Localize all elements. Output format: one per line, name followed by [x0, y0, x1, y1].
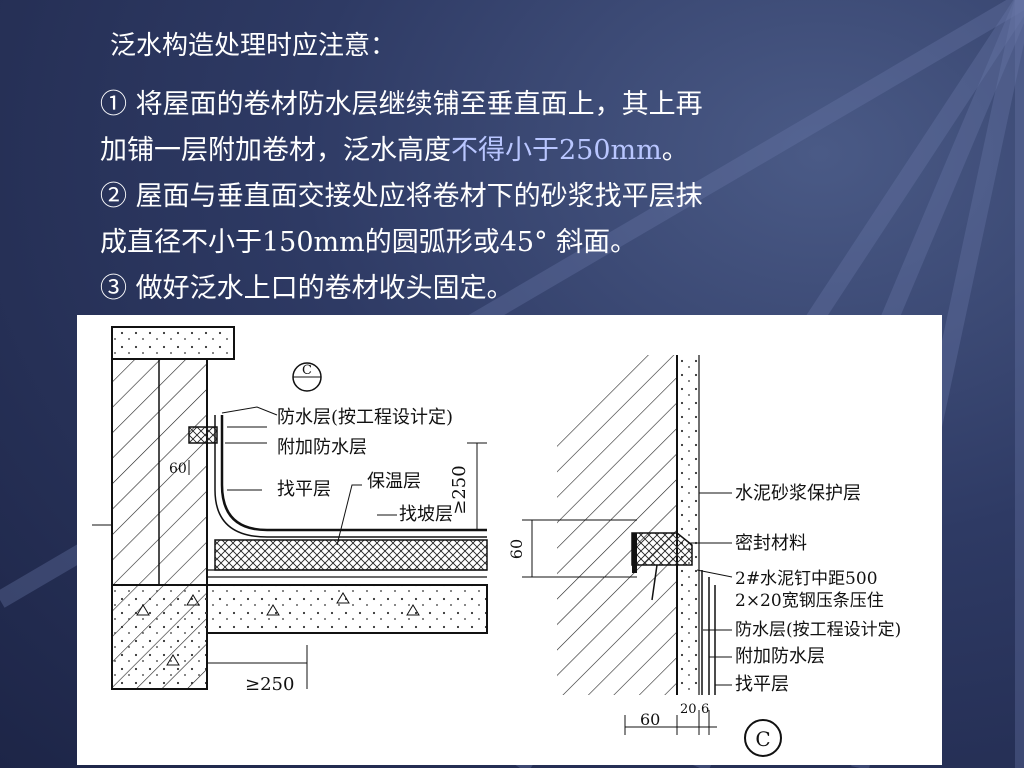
point-2-line-1: ② 屋面与垂直面交接处应将卷材下的砂浆找平层抹	[100, 181, 703, 212]
membrane-line	[220, 415, 487, 532]
label-waterproof-right: 防水层(按工程设计定)	[735, 620, 901, 640]
label-leveling-left: 找平层	[277, 479, 331, 500]
insulation-layer	[214, 539, 488, 571]
right-detail: 水泥砂浆保护层 密封材料 2#水泥钉中距500 2×20宽钢压条压住 防水层(按…	[507, 355, 901, 757]
point-3-line-1: ③ 做好泛水上口的卷材收头固定。	[100, 273, 514, 304]
right-wall	[557, 355, 677, 695]
label-waterproof-left: 防水层(按工程设计定)	[277, 407, 453, 428]
point-1-line-2-text: 加铺一层附加卷材，泛水高度	[100, 135, 451, 166]
label-slope: 找坡层	[399, 504, 453, 525]
right-callout-circle	[744, 719, 782, 757]
dim-w2-right: 20	[680, 702, 697, 717]
label-additional-left: 附加防水层	[277, 437, 367, 458]
roof-slab	[111, 584, 488, 690]
slide-heading: 泛水构造处理时应注意：	[110, 31, 397, 61]
point-1-line-1: ① 将屋面的卷材防水层继续铺至垂直面上，其上再	[100, 89, 703, 120]
dim-height-right: 60	[507, 539, 526, 559]
dim-small-left: 60	[169, 461, 187, 477]
label-sealant: 密封材料	[735, 533, 807, 554]
height-requirement-highlight: 不得小于250mm	[451, 135, 662, 166]
slide-text-block: 泛水构造处理时应注意： ① 将屋面的卷材防水层继续铺至垂直面上，其上再 加铺一层…	[100, 30, 960, 312]
parapet-cap	[111, 326, 235, 360]
label-nail-2: 2×20宽钢压条压住	[735, 591, 884, 611]
dim-w3-right: 6	[701, 702, 709, 717]
sealant-block	[631, 532, 693, 566]
dim-w1-right: 60	[640, 710, 660, 729]
label-insulation: 保温层	[367, 471, 421, 492]
label-nail-1: 2#水泥钉中距500	[735, 569, 878, 589]
label-leveling-right: 找平层	[735, 674, 789, 695]
dim-height-left: ≥250	[449, 465, 470, 514]
flashing-detail-figure: C 防水层(按工程设计定) 附加防水层 找平层 保温层 找坡层 ≥250 ≥25…	[77, 315, 942, 765]
label-mortar: 水泥砂浆保护层	[735, 483, 861, 504]
point-1-line-2: 加铺一层附加卷材，泛水高度不得小于250mm。	[100, 128, 960, 174]
left-callout-label: C	[302, 363, 312, 378]
label-additional-right: 附加防水层	[735, 646, 825, 667]
right-callout-label: C	[755, 727, 770, 751]
dim-width-left: ≥250	[245, 674, 294, 695]
flashing-detail-drawing: C 防水层(按工程设计定) 附加防水层 找平层 保温层 找坡层 ≥250 ≥25…	[92, 326, 901, 757]
point-1-line-2-end: 。	[661, 135, 689, 166]
left-detail: C 防水层(按工程设计定) 附加防水层 找平层 保温层 找坡层 ≥250 ≥25…	[92, 326, 488, 695]
point-2-line-2: 成直径不小于150mm的圆弧形或45° 斜面。	[100, 227, 638, 258]
